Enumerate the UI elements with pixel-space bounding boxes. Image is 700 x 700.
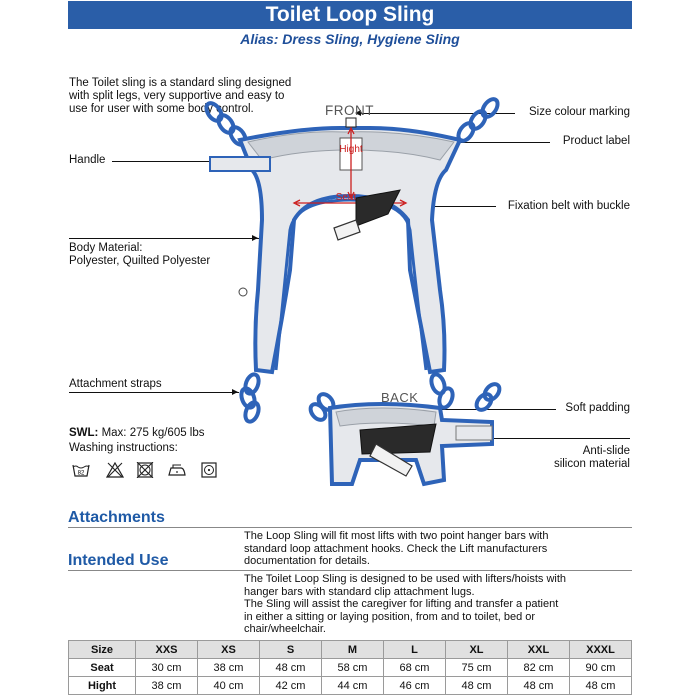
table-cell: 30 cm (135, 658, 198, 677)
table-header-row: Size XXS XS S M L XL XXL XXXL (68, 640, 632, 659)
page-title: Toilet Loop Sling (265, 3, 435, 26)
seat-mark: Seat (336, 192, 357, 203)
table-header-cell: M (321, 640, 384, 659)
anti-slide-pointer (445, 435, 630, 441)
product-label-patch (339, 137, 363, 171)
table-header-cell: XS (197, 640, 260, 659)
callout-product-label: Product label (562, 135, 630, 147)
body-material-line: Polyester, Quilted Polyester (69, 255, 211, 267)
wash-temp-label: 82 (78, 471, 85, 477)
fixation-belt-pointer (397, 203, 496, 209)
buckle (333, 219, 361, 241)
table-cell: 48 cm (259, 658, 322, 677)
table-cell: 68 cm (383, 658, 446, 677)
size-colour-marker (345, 117, 357, 128)
dry-clean-icon (201, 462, 217, 478)
intro-text: The Toilet sling is a standard sling des… (69, 77, 319, 116)
handle-pointer (112, 158, 272, 164)
table-cell: 38 cm (135, 676, 198, 695)
callout-handle: Handle (69, 154, 106, 166)
callout-soft-padding: Soft padding (565, 402, 630, 414)
table-header-cell: XXL (507, 640, 570, 659)
hight-mark: Hight (339, 144, 363, 155)
table-row-label: Seat (68, 658, 136, 677)
size-table: Size XXS XS S M L XL XXL XXXL Seat 30 cm… (68, 640, 632, 695)
anti-slide-line: Anti-slide (582, 445, 630, 457)
intended-use-line: in either a sitting or laying position, … (244, 610, 536, 623)
size-colour-pointer (355, 110, 515, 116)
callout-attachment-straps: Attachment straps (69, 378, 162, 390)
attachments-title: Attachments (68, 509, 165, 526)
body-material-pointer (69, 235, 259, 241)
table-cell: 46 cm (383, 676, 446, 695)
no-bleach-icon (106, 462, 124, 478)
table-cell: 42 cm (259, 676, 322, 695)
anti-slide-line: silicon material (553, 458, 630, 470)
intended-use-line: The Sling will assist the caregiver for … (244, 598, 559, 610)
wash-82-icon: 82 (72, 464, 90, 477)
attachments-line: standard loop attachment hooks. Check th… (244, 542, 548, 555)
iron-icon (168, 464, 186, 476)
swl-text: SWL: Max: 275 kg/605 lbs (69, 427, 205, 440)
attachments-text: The Loop Sling will fit most lifts with … (244, 530, 624, 568)
table-row: Seat 30 cm 38 cm 48 cm 58 cm 68 cm 75 cm… (68, 658, 632, 677)
table-header-cell: L (383, 640, 446, 659)
title-banner: Toilet Loop Sling (68, 1, 632, 29)
table-header-cell: XXXL (569, 640, 632, 659)
quilted-padding-front (247, 131, 455, 161)
table-cell: 44 cm (321, 676, 384, 695)
intro-line: with split legs, very supportive and eas… (69, 90, 285, 102)
handle-strap (209, 156, 271, 172)
table-row: Hight 38 cm 40 cm 42 cm 44 cm 46 cm 48 c… (68, 676, 632, 695)
table-cell: 90 cm (569, 658, 632, 677)
back-buckle (369, 443, 413, 477)
intended-use-text: The Toilet Loop Sling is designed to be … (244, 573, 624, 636)
callout-body-material: Body Material: Polyester, Quilted Polyes… (69, 242, 210, 268)
front-sling-body (237, 126, 463, 375)
table-row-label: Hight (68, 676, 136, 695)
callout-anti-slide: Anti-slide silicon material (480, 445, 630, 471)
table-header-cell: XL (445, 640, 508, 659)
table-cell: 48 cm (569, 676, 632, 695)
intended-use-line: The Toilet Loop Sling is designed to be … (244, 573, 567, 585)
alias-subtitle: Alias: Dress Sling, Hygiene Sling (240, 31, 460, 47)
intro-line: use for user with some body control. (69, 103, 254, 115)
back-sling-body (327, 402, 494, 487)
intended-use-line: hanger bars with standard clip attachmen… (244, 585, 475, 598)
left-leg-loop-strap (239, 372, 261, 424)
back-belt (359, 423, 437, 455)
table-cell: 82 cm (507, 658, 570, 677)
table-header-cell: S (259, 640, 322, 659)
attachments-line: documentation for details. (244, 555, 370, 567)
table-cell: 40 cm (197, 676, 260, 695)
table-cell: 48 cm (507, 676, 570, 695)
table-cell: 58 cm (321, 658, 384, 677)
swl-label: SWL: (69, 427, 99, 439)
table-cell: 48 cm (445, 676, 508, 695)
table-cell: 38 cm (197, 658, 260, 677)
callout-size-colour: Size colour marking (529, 106, 630, 118)
body-material-line: Body Material: (69, 242, 143, 254)
table-cell: 75 cm (445, 658, 508, 677)
soft-padding-pointer (431, 406, 556, 412)
swl-value: Max: 275 kg/605 lbs (98, 427, 205, 439)
callout-fixation-belt: Fixation belt with buckle (507, 200, 630, 212)
quilted-padding-back (335, 407, 437, 427)
attachments-rule (68, 527, 632, 528)
attachment-straps-pointer (69, 389, 239, 395)
front-label: FRONT (325, 103, 374, 118)
attachments-line: The Loop Sling will fit most lifts with … (244, 530, 549, 542)
back-label: BACK (381, 390, 419, 405)
intended-use-line: chair/wheelchair. (244, 623, 326, 635)
no-tumble-dry-icon (136, 462, 154, 478)
product-label-pointer (365, 139, 550, 145)
washing-label: Washing instructions: (69, 442, 178, 454)
intended-use-rule (68, 570, 632, 571)
right-leg-loop-strap (429, 372, 455, 410)
intro-line: The Toilet sling is a standard sling des… (69, 77, 292, 89)
table-header-cell: Size (68, 640, 136, 659)
intended-use-title: Intended Use (68, 552, 169, 569)
table-header-cell: XXS (135, 640, 198, 659)
